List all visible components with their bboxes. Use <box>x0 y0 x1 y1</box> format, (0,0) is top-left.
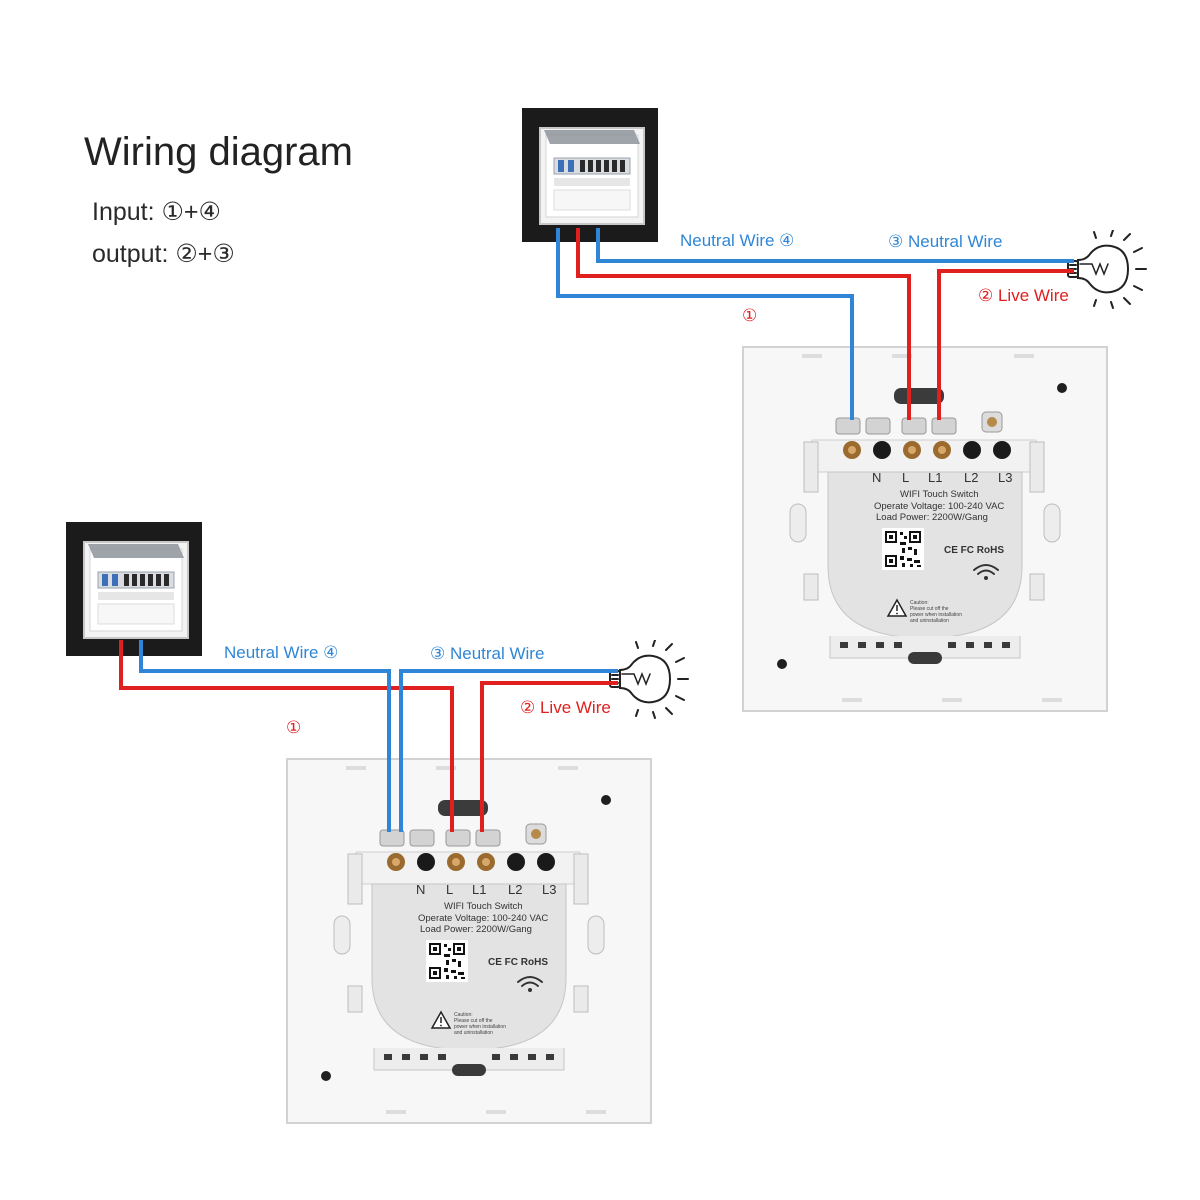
bottom-neutral-out-label: ③ Neutral Wire <box>430 644 544 663</box>
bottom-live-label: ② Live Wire <box>520 698 611 717</box>
bottom-terminal-l: L <box>446 882 453 897</box>
top-caution-line1: Please cut off the <box>910 606 949 612</box>
top-voltage-label: Operate Voltage: 100-240 VAC <box>874 501 1004 512</box>
bottom-voltage-label: Operate Voltage: 100-240 VAC <box>418 913 548 924</box>
top-input-live-wire <box>576 228 911 420</box>
top-output-neutral-wire <box>596 228 1074 263</box>
top-terminal-l1: L1 <box>928 470 942 485</box>
bottom-caution-line1: Please cut off the <box>454 1018 493 1024</box>
bottom-terminal-n: N <box>416 882 425 897</box>
top-terminal-l: L <box>902 470 909 485</box>
top-diagram: N L L1 L2 L3 WIFI Touch Switch Operate V… <box>522 108 1147 712</box>
top-live-label: ② Live Wire <box>978 286 1069 305</box>
top-neutral-in-label: Neutral Wire ④ <box>680 231 794 250</box>
bottom-live-in-label: ① <box>286 718 301 737</box>
top-terminal-n: N <box>872 470 881 485</box>
bottom-input-live-wire <box>119 640 454 832</box>
top-product-label: WIFI Touch Switch <box>900 489 979 500</box>
bottom-terminal-l1: L1 <box>472 882 486 897</box>
bottom-neutral-in-label: Neutral Wire ④ <box>224 643 338 662</box>
top-cert-label: CE FC RoHS <box>944 545 1004 556</box>
bottom-light-bulb-icon <box>609 640 689 719</box>
legend-input: Input: ①+④ <box>92 198 221 226</box>
bottom-switch-panel: N L L1 L2 L3 WIFI Touch Switch Operate V… <box>286 758 652 1124</box>
bottom-terminal-l2: L2 <box>508 882 522 897</box>
bottom-cert-label: CE FC RoHS <box>488 957 548 968</box>
top-caution-title: Caution: <box>910 600 929 606</box>
top-terminal-l2: L2 <box>964 470 978 485</box>
top-neutral-out-label: ③ Neutral Wire <box>888 232 1002 251</box>
bottom-caution-line3: and uninstallation <box>454 1030 493 1036</box>
top-breaker-box-icon <box>522 108 658 242</box>
top-input-neutral-wire <box>556 228 854 420</box>
bottom-input-neutral-wire <box>139 640 391 832</box>
legend-output: output: ②+③ <box>92 240 235 268</box>
bottom-terminal-l3: L3 <box>542 882 556 897</box>
top-caution-line2: power when installation <box>910 612 962 618</box>
top-load-label: Load Power: 2200W/Gang <box>876 512 988 523</box>
bottom-load-label: Load Power: 2200W/Gang <box>420 924 532 935</box>
top-terminal-l3: L3 <box>998 470 1012 485</box>
bottom-caution-line2: power when installation <box>454 1024 506 1030</box>
page-title: Wiring diagram <box>84 130 353 174</box>
bottom-diagram: N L L1 L2 L3 WIFI Touch Switch Operate V… <box>66 522 689 1124</box>
bottom-caution-title: Caution: <box>454 1012 473 1018</box>
bottom-product-label: WIFI Touch Switch <box>444 901 523 912</box>
top-output-live-wire <box>937 269 1074 420</box>
top-live-in-label: ① <box>742 306 757 325</box>
bottom-output-neutral-wire <box>399 669 618 832</box>
top-light-bulb-icon <box>1067 230 1147 309</box>
bottom-output-live-wire <box>480 681 618 832</box>
top-caution-line3: and uninstallation <box>910 618 949 624</box>
top-switch-panel: N L L1 L2 L3 WIFI Touch Switch Operate V… <box>742 346 1108 712</box>
bottom-breaker-box-icon <box>66 522 202 656</box>
